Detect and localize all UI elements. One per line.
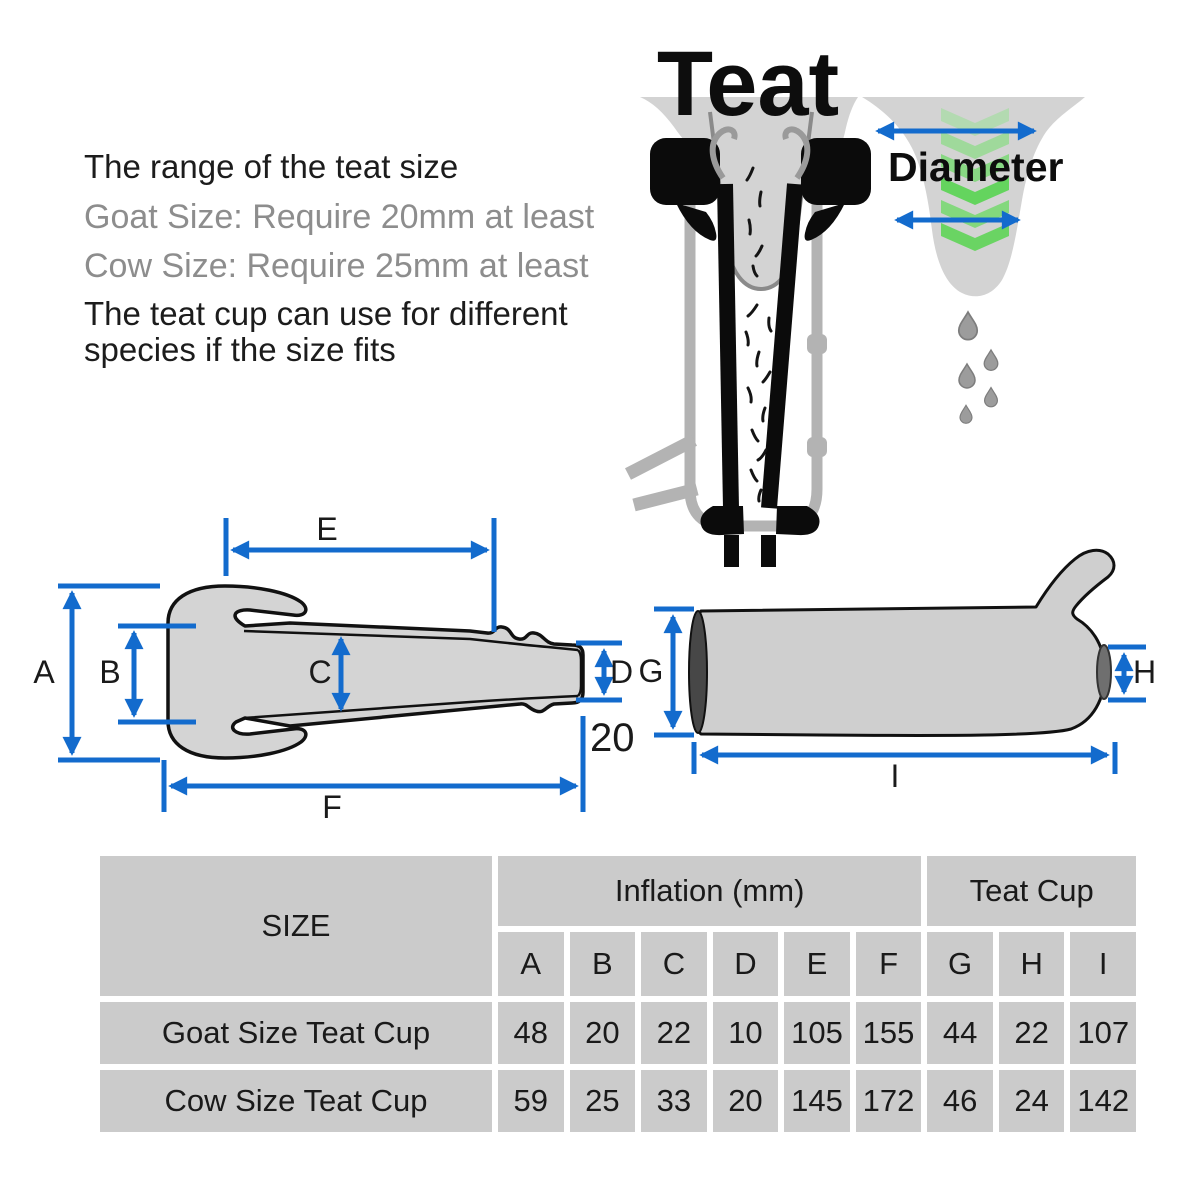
liner-lip-left bbox=[709, 126, 738, 180]
mouthpiece-tail-right bbox=[804, 203, 845, 241]
milk-drop-icon bbox=[958, 362, 976, 389]
dim-d-label: D bbox=[610, 654, 633, 690]
cow-size-note: Cow Size: Require 25mm at least bbox=[84, 247, 589, 285]
table-value: 155 bbox=[855, 1002, 922, 1064]
table-value: 24 bbox=[998, 1070, 1065, 1132]
liner-silhouette bbox=[166, 584, 585, 760]
milk-drop-icon bbox=[983, 348, 999, 371]
info-heading: The range of the teat size bbox=[84, 148, 459, 185]
dim-e-label: E bbox=[316, 511, 337, 547]
diameter-label: Diameter bbox=[888, 144, 1064, 190]
chevron-down-icon bbox=[941, 177, 1009, 205]
liner-flange-right bbox=[776, 506, 820, 536]
liner-tube-left bbox=[724, 535, 739, 567]
liner-lip-right bbox=[782, 126, 811, 180]
table-col-header-f: F bbox=[855, 932, 922, 996]
table-value: 10 bbox=[712, 1002, 779, 1064]
table-value: 172 bbox=[855, 1070, 922, 1132]
free-teat-group: Diameter bbox=[862, 97, 1085, 424]
shell-body bbox=[690, 548, 1116, 737]
table-col-header-b: B bbox=[569, 932, 636, 996]
usage-note-line1: The teat cup can use for different bbox=[84, 295, 568, 332]
shell-open-end bbox=[688, 610, 708, 734]
dim-i-label: I bbox=[891, 758, 900, 794]
teat-size-info-block: The range of the teat size Goat Size: Re… bbox=[84, 148, 684, 369]
liner-inner-wall-top bbox=[243, 629, 579, 652]
table-value: 46 bbox=[927, 1070, 993, 1132]
liner-side-view: A B C D E F 20 bbox=[33, 511, 634, 825]
dim-b-label: B bbox=[99, 654, 120, 690]
usage-note-line2: species if the size fits bbox=[84, 331, 396, 369]
table-col-header-d: D bbox=[712, 932, 779, 996]
shell-side-view: G H I bbox=[639, 548, 1156, 794]
liner-flange-left bbox=[700, 506, 744, 536]
milk-drops bbox=[957, 310, 999, 424]
milk-drop-icon bbox=[959, 404, 973, 424]
table-value: 145 bbox=[784, 1070, 850, 1132]
vacuum-tube-upper bbox=[625, 434, 697, 480]
cup-shell-outline bbox=[684, 166, 823, 532]
dim-a-label: A bbox=[33, 654, 55, 690]
table-value: 105 bbox=[784, 1002, 850, 1064]
table-header-inflation: Inflation (mm) bbox=[498, 856, 922, 926]
table-value: 20 bbox=[712, 1070, 779, 1132]
liner-wall-left bbox=[717, 183, 739, 509]
table-value: 59 bbox=[498, 1070, 564, 1132]
dim-g-label: G bbox=[639, 653, 664, 689]
mouthpiece-rim-right bbox=[801, 138, 871, 205]
table-value: 107 bbox=[1070, 1002, 1136, 1064]
table-col-header-a: A bbox=[498, 932, 564, 996]
liner-inner-end-cap bbox=[577, 649, 583, 697]
usage-note: The teat cup can use for different speci… bbox=[84, 295, 684, 369]
milk-drop-icon bbox=[983, 386, 999, 408]
table-col-header-i: I bbox=[1070, 932, 1136, 996]
table-row-label-goat: Goat Size Teat Cup bbox=[100, 1002, 492, 1064]
table-value: 20 bbox=[569, 1002, 636, 1064]
milk-drop-icon bbox=[957, 310, 979, 341]
table-value: 33 bbox=[641, 1070, 707, 1132]
table-value: 22 bbox=[998, 1002, 1065, 1064]
shell-ring-upper bbox=[807, 334, 827, 354]
table-header-teatcup: Teat Cup bbox=[927, 856, 1136, 926]
teat-title: Teat bbox=[657, 33, 839, 135]
table-value: 142 bbox=[1070, 1070, 1136, 1132]
table-value: 25 bbox=[569, 1070, 636, 1132]
liner-inner-wall-bottom bbox=[243, 694, 579, 720]
teat-cross-section bbox=[625, 97, 871, 567]
mouthpiece-rim-left bbox=[650, 138, 720, 205]
table-col-header-c: C bbox=[641, 932, 707, 996]
shell-ring-lower bbox=[807, 437, 827, 457]
table-header-size: SIZE bbox=[100, 856, 492, 996]
tube-end-value: 20 bbox=[590, 716, 635, 760]
dim-c-label: C bbox=[308, 654, 331, 690]
table-value: 44 bbox=[927, 1002, 993, 1064]
goat-size-note: Goat Size: Require 20mm at least bbox=[84, 198, 595, 236]
dim-h-label: H bbox=[1133, 654, 1156, 690]
chevron-down-icon bbox=[941, 223, 1009, 251]
liner-tube-right bbox=[761, 535, 776, 567]
liner-wall-right bbox=[761, 183, 803, 509]
table-col-header-g: G bbox=[927, 932, 993, 996]
shell-small-opening bbox=[1096, 644, 1112, 700]
dim-f-label: F bbox=[322, 789, 342, 825]
chevron-down-icon bbox=[941, 154, 1009, 182]
mouthpiece-tail-left bbox=[676, 203, 717, 241]
milk-flow-dashes bbox=[744, 166, 773, 503]
vacuum-tube-lower bbox=[632, 482, 699, 512]
size-table: SIZE Inflation (mm) Teat Cup A B C D E F… bbox=[100, 856, 1136, 1132]
table-value: 48 bbox=[498, 1002, 564, 1064]
table-value: 22 bbox=[641, 1002, 707, 1064]
chevron-down-icon bbox=[941, 131, 1009, 159]
table-col-header-h: H bbox=[998, 932, 1065, 996]
table-row-label-cow: Cow Size Teat Cup bbox=[100, 1070, 492, 1132]
table-col-header-e: E bbox=[784, 932, 850, 996]
